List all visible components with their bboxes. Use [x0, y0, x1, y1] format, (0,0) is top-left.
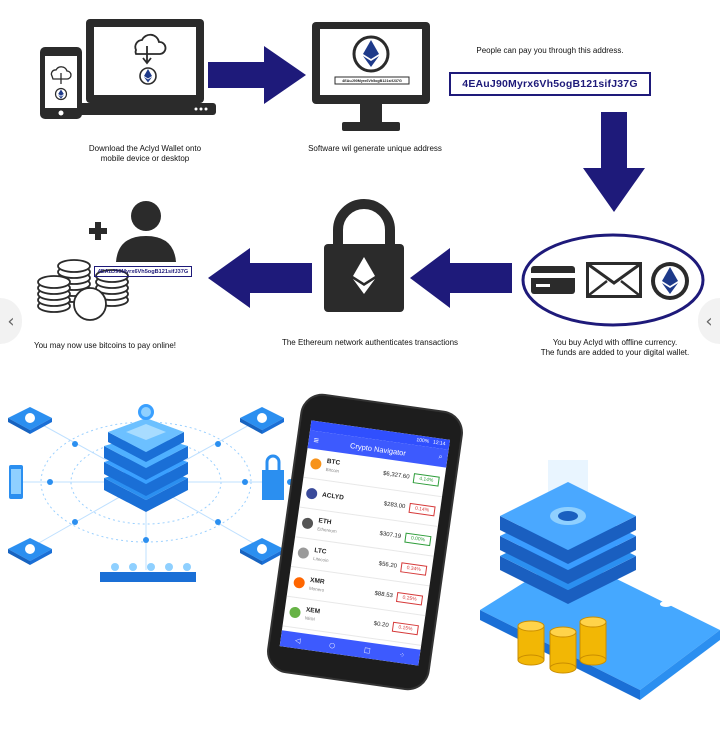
caption-download-1: Download the Aclyd Wallet onto [88, 144, 202, 153]
nav-home-icon[interactable]: ○ [328, 641, 336, 650]
coin-icon [288, 606, 302, 619]
caption-download-2: mobile device or desktop [100, 154, 190, 163]
coin-icon [301, 517, 314, 530]
coin-price: $88.53 [374, 590, 394, 599]
carousel-next-button[interactable]: ‹ [698, 298, 720, 344]
coin-symbol: ACLYD [321, 491, 345, 502]
caption-buy-2: The funds are added to your digital wall… [540, 348, 690, 357]
coin-icon [292, 576, 306, 589]
coin-change-badge: 0.15% [391, 621, 419, 635]
status-time: 12:14 [432, 439, 446, 448]
coin-label: ACLYD [322, 491, 385, 508]
coin-change-badge: 0.00% [404, 532, 432, 546]
caption-network: The Ethereum network authenticates trans… [281, 338, 459, 347]
nav-recent-icon[interactable]: □ [363, 645, 372, 655]
status-battery: 100% [415, 437, 430, 445]
coin-change-badge: 4.14% [412, 472, 440, 487]
nav-grid-icon[interactable]: ⁘ [398, 650, 406, 660]
coin-price: $0.20 [373, 620, 390, 629]
coin-price: $6,327.60 [382, 470, 410, 481]
nav-back-icon[interactable]: ◁ [294, 636, 302, 645]
coin-icon [297, 546, 310, 560]
coin-icon [309, 457, 323, 471]
coin-price: $307.19 [379, 530, 402, 540]
wallet-address-big: 4EAuJ90Myrx6Vh5ogB121sifJ37G [449, 72, 651, 96]
caption-people: People can pay you through this address. [476, 46, 624, 55]
caption-software: Software wil generate unique address [308, 144, 442, 153]
caption-use-bitcoins: You may now use bitcoins to pay online! [33, 341, 176, 350]
coin-change-badge: 0.34% [400, 561, 428, 576]
coin-change-badge: 0.25% [396, 591, 424, 606]
carousel-prev-button[interactable]: ‹ [0, 298, 22, 344]
coin-change-badge: 0.14% [408, 502, 436, 516]
monitor-address: 4EAuJ90Myrx6Vh5ogB121sifJ37G [342, 78, 402, 83]
coin-price: $283.00 [383, 500, 406, 510]
search-icon[interactable]: ⌕ [438, 453, 444, 461]
coin-icon [305, 487, 318, 500]
menu-icon[interactable]: ≡ [313, 434, 320, 446]
caption-buy-1: You buy Aclyd with offline currency. [552, 338, 678, 347]
wallet-address-small: 4EAuJ90Myrx6Vh5ogB121sifJ37G [94, 266, 192, 277]
coin-price: $56.20 [378, 560, 398, 570]
